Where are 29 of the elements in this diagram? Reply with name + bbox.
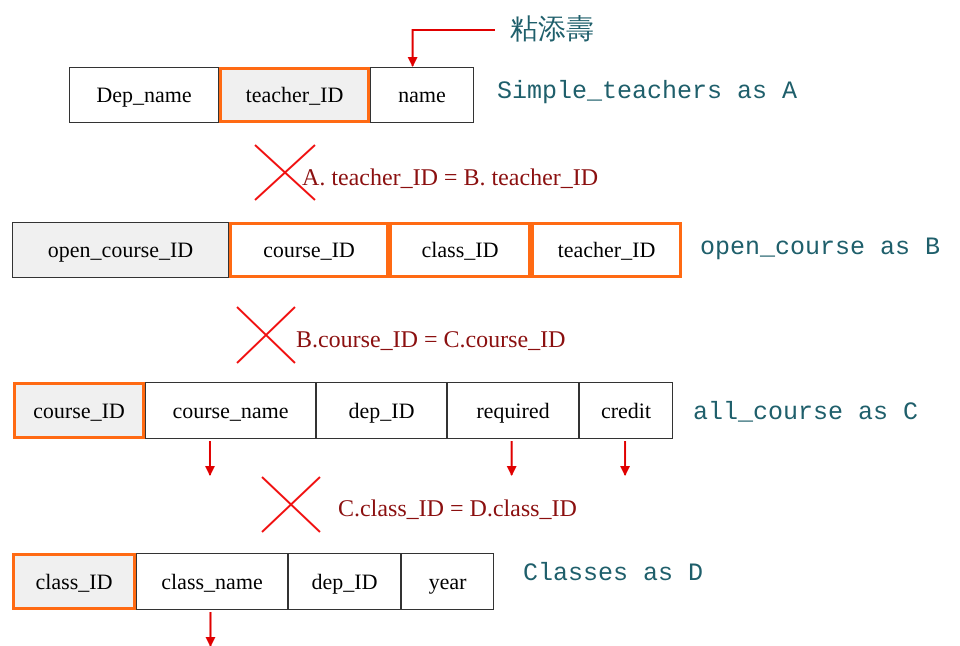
table-cell: dep_ID [288,553,401,610]
table-cell: credit [579,382,673,439]
table-cell: teacher_ID [219,67,370,123]
join-condition: B.course_ID = C.course_ID [296,326,566,355]
table-alias: Classes as D [523,558,704,590]
table-cell: teacher_ID [531,222,682,278]
table-cell: dep_ID [316,382,447,439]
join-condition: A. teacher_ID = B. teacher_ID [302,164,598,193]
table-cell: class_name [136,553,288,610]
arrow [408,29,495,67]
table-cell: open_course_ID [12,222,229,278]
annotation-text: 粘添壽 [497,12,607,48]
table-cell: name [370,67,474,123]
table-cell: class_ID [389,222,531,278]
table-cell: course_ID [229,222,389,278]
arrow [506,441,517,476]
table-alias: open_course as B [700,232,940,264]
arrow [205,612,216,646]
table-cell: required [447,382,579,439]
arrow [204,441,215,476]
table-alias: all_course as C [693,397,918,429]
arrow [620,441,630,476]
table-alias: Simple_teachers as A [497,76,798,108]
table-cell: Dep_name [69,67,219,123]
table-cell: course_ID [13,382,145,439]
table-cell: year [401,553,494,610]
table-cell: course_name [145,382,316,439]
join-condition: C.class_ID = D.class_ID [338,495,577,524]
table-cell: class_ID [12,553,136,610]
